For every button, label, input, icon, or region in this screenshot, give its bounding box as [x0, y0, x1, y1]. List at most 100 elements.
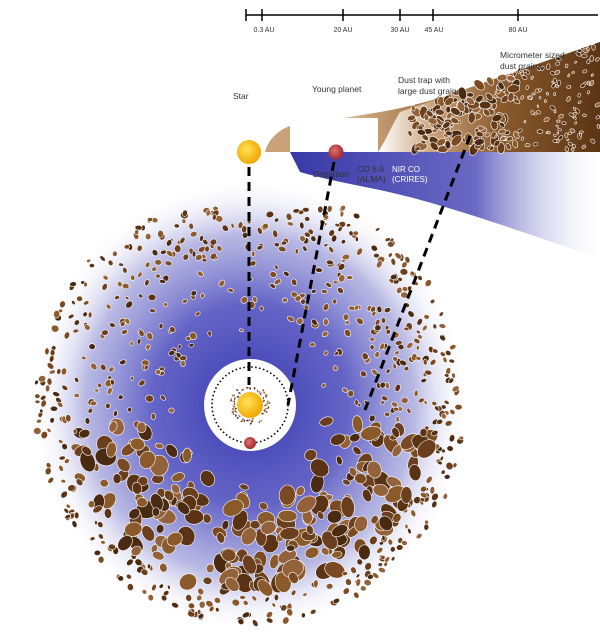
dust-grain: [239, 595, 246, 600]
dust-grain: [370, 515, 379, 525]
dust-grain: [164, 260, 173, 267]
dust-grain: [209, 238, 218, 246]
side-dust-grain: [407, 114, 416, 122]
dust-grain: [73, 319, 80, 326]
dust-grain: [355, 578, 361, 587]
dust-grain: [67, 313, 75, 320]
dust-grain: [442, 356, 448, 364]
dust-grain: [138, 329, 145, 338]
co-label-1: CO 6-5: [357, 164, 385, 174]
dust-grain: [99, 255, 106, 262]
dust-grain: [181, 209, 188, 217]
dust-grain: [432, 348, 439, 354]
dust-grain: [33, 427, 42, 435]
dust-grain: [241, 611, 251, 619]
dust-grain: [136, 497, 148, 508]
dust-grain: [337, 263, 346, 271]
side-dust-grain: [580, 83, 586, 88]
dust-grain: [60, 367, 68, 376]
dust-grain: [311, 318, 318, 326]
side-dust-grain: [586, 80, 591, 86]
dust-grain: [285, 212, 293, 221]
dust-grain: [166, 250, 174, 258]
dust-grain: [424, 369, 433, 376]
dust-grain: [199, 235, 204, 242]
side-dust-grain: [435, 123, 442, 129]
dust-grain: [75, 478, 84, 486]
dust-grain: [331, 234, 338, 243]
dust-grain: [106, 441, 117, 458]
dust-grain: [353, 212, 361, 220]
dust-grain: [196, 270, 204, 277]
dust-grain: [282, 297, 288, 304]
dust-grain: [423, 523, 430, 531]
side-dust-grain: [557, 128, 562, 132]
dust-grain: [124, 521, 143, 537]
dust-grain: [97, 382, 103, 388]
dust-grain: [102, 275, 109, 281]
dust-grain: [344, 328, 352, 338]
side-dust-grain: [564, 146, 569, 152]
dust-grain: [242, 554, 257, 575]
dust-grain: [291, 278, 298, 286]
dust-grain: [71, 300, 76, 305]
side-dust-grain: [507, 92, 515, 102]
inner-dust-grain: [250, 419, 254, 424]
dust-grain: [145, 233, 152, 241]
dust-grain: [136, 338, 142, 345]
dust-grain: [251, 595, 257, 602]
side-dust-grain: [496, 141, 505, 154]
side-dust-grain: [551, 83, 556, 89]
dust-grain: [126, 558, 134, 566]
side-dust-grain: [536, 129, 544, 134]
dust-grain: [319, 416, 334, 427]
dust-grain: [72, 328, 79, 334]
dust-grain: [158, 279, 167, 284]
side-dust-grain: [525, 69, 530, 75]
side-dust-grain: [528, 96, 532, 100]
scale-tick-label: 45 AU: [424, 27, 443, 34]
dust-grain: [260, 520, 277, 535]
dust-grain: [67, 484, 76, 492]
dust-grain: [332, 365, 339, 371]
side-dust-grain: [450, 117, 459, 124]
side-planet: [328, 144, 344, 160]
dust-grain: [410, 270, 415, 276]
dust-grain: [299, 221, 305, 230]
dust-grain: [277, 509, 298, 523]
dust-grain: [271, 602, 276, 608]
dust-grain: [278, 245, 287, 253]
dust-grain: [354, 399, 359, 406]
side-dust-grain: [545, 92, 549, 96]
dust-grain: [174, 244, 182, 253]
dust-grain: [454, 404, 463, 411]
dust-grain: [134, 558, 143, 567]
dust-grain: [368, 414, 376, 423]
dust-grain: [437, 460, 443, 466]
side-dust-grain: [564, 63, 569, 69]
dust-grain: [394, 340, 403, 346]
inner-dust-grain: [256, 389, 260, 393]
dust-grain: [420, 378, 427, 384]
dust-grain: [280, 604, 288, 612]
dust-grain: [212, 213, 217, 221]
dust-grain: [269, 271, 277, 278]
dust-grain: [138, 450, 156, 469]
dust-grain: [342, 478, 351, 486]
dust-grain: [195, 311, 201, 317]
side-dust-grain: [586, 90, 590, 95]
side-dust-grain: [550, 71, 556, 76]
dust-grain: [116, 457, 131, 472]
dust-grain: [188, 602, 195, 609]
dust-grain: [295, 486, 305, 497]
dust-grain: [117, 394, 124, 400]
co-label-2: (ALMA): [357, 174, 386, 184]
dust-grain: [49, 417, 55, 424]
dust-grain: [46, 362, 55, 370]
side-dust-grain: [499, 122, 506, 128]
dust-grain: [326, 509, 343, 524]
dust-trap-label-1: Dust trap with: [398, 75, 450, 85]
dust-grain: [84, 324, 91, 331]
dust-grain: [180, 360, 186, 367]
side-dust-grain: [427, 117, 438, 125]
